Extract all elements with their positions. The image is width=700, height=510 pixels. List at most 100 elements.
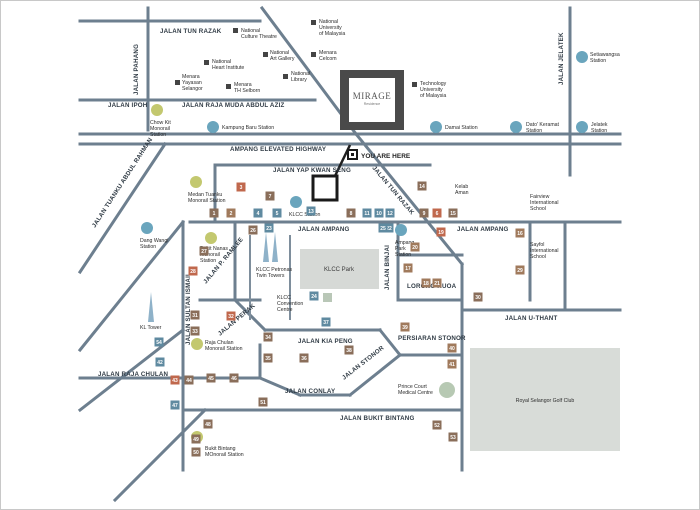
location-marker-22[interactable]: 22 bbox=[384, 223, 394, 233]
marker-box bbox=[236, 182, 246, 192]
location-marker-43[interactable]: 43 bbox=[170, 375, 180, 385]
marker-number: 38 bbox=[346, 348, 352, 354]
location-marker-11[interactable]: 11 bbox=[362, 208, 372, 218]
location-marker-45[interactable]: 45 bbox=[206, 373, 216, 383]
location-marker-47[interactable]: 47 bbox=[170, 400, 180, 410]
culture-theatre-marker bbox=[233, 28, 238, 33]
marker-box bbox=[203, 419, 213, 429]
location-marker-25[interactable]: 25 bbox=[378, 223, 388, 233]
location-marker-20[interactable]: 20 bbox=[410, 242, 420, 252]
yayasan-marker bbox=[175, 80, 180, 85]
location-marker-13[interactable]: 13 bbox=[306, 206, 316, 216]
marker-box bbox=[258, 397, 268, 407]
marker-number: 25 bbox=[380, 226, 386, 232]
marker-box bbox=[447, 343, 457, 353]
location-marker-1[interactable]: 1 bbox=[209, 208, 219, 218]
location-marker-10[interactable]: 10 bbox=[374, 208, 384, 218]
marker-number: 52 bbox=[434, 423, 440, 429]
location-marker-50[interactable]: 50 bbox=[191, 447, 201, 457]
location-marker-34[interactable]: 34 bbox=[263, 332, 273, 342]
marker-number: 2 bbox=[230, 211, 233, 217]
location-marker-17[interactable]: 17 bbox=[403, 263, 413, 273]
location-marker-8[interactable]: 8 bbox=[346, 208, 356, 218]
location-marker-19[interactable]: 19 bbox=[436, 227, 446, 237]
dang-wangi-station-icon bbox=[141, 222, 153, 234]
marker-number: 22 bbox=[386, 226, 392, 232]
location-marker-4[interactable]: 4 bbox=[253, 208, 263, 218]
marker-box bbox=[385, 208, 395, 218]
marker-box bbox=[206, 373, 216, 383]
location-marker-7[interactable]: 7 bbox=[265, 191, 275, 201]
location-marker-31[interactable]: 31 bbox=[190, 310, 200, 320]
marker-box bbox=[191, 434, 201, 444]
location-marker-23[interactable]: 23 bbox=[264, 223, 274, 233]
location-marker-33[interactable]: 33 bbox=[190, 326, 200, 336]
marker-box bbox=[421, 278, 431, 288]
location-marker-6[interactable]: 6 bbox=[432, 208, 442, 218]
location-marker-32[interactable]: 32 bbox=[226, 311, 236, 321]
here-marker-dot bbox=[351, 153, 354, 156]
location-marker-42[interactable]: 42 bbox=[155, 357, 165, 367]
location-marker-40[interactable]: 40 bbox=[447, 343, 457, 353]
location-marker-37[interactable]: 37 bbox=[321, 317, 331, 327]
mirage-building[interactable]: MIRAGE Residence bbox=[340, 70, 404, 130]
location-marker-44[interactable]: 44 bbox=[184, 375, 194, 385]
location-marker-3[interactable]: 3 bbox=[236, 182, 246, 192]
marker-number: 27 bbox=[201, 249, 207, 255]
location-marker-12[interactable]: 12 bbox=[385, 208, 395, 218]
klcc-park-area bbox=[300, 249, 379, 289]
marker-box bbox=[170, 400, 180, 410]
heart-institute-marker bbox=[204, 60, 209, 65]
location-marker-35[interactable]: 35 bbox=[263, 353, 273, 363]
location-marker-41[interactable]: 41 bbox=[447, 359, 457, 369]
location-marker-2[interactable]: 2 bbox=[226, 208, 236, 218]
location-marker-16[interactable]: 16 bbox=[515, 228, 525, 238]
location-marker-27[interactable]: 27 bbox=[199, 246, 209, 256]
location-marker-49[interactable]: 49 bbox=[191, 434, 201, 444]
marker-box bbox=[400, 322, 410, 332]
location-marker-46[interactable]: 46 bbox=[229, 373, 239, 383]
location-marker-52[interactable]: 52 bbox=[432, 420, 442, 430]
marker-number: 28 bbox=[190, 269, 196, 275]
location-marker-21[interactable]: 21 bbox=[432, 278, 442, 288]
location-marker-28[interactable]: 28 bbox=[188, 266, 198, 276]
mirage-name: MIRAGE bbox=[353, 91, 392, 101]
location-marker-29[interactable]: 29 bbox=[515, 265, 525, 275]
marker-number: 24 bbox=[311, 294, 317, 300]
location-marker-26[interactable]: 26 bbox=[248, 225, 258, 235]
location-marker-36[interactable]: 36 bbox=[299, 353, 309, 363]
marker-number: 19 bbox=[438, 230, 444, 236]
building-location[interactable] bbox=[311, 174, 339, 202]
location-marker-18[interactable]: 18 bbox=[421, 278, 431, 288]
label-bukit-bintang: JALAN BUKIT BINTANG bbox=[340, 415, 415, 422]
location-marker-15[interactable]: 15 bbox=[448, 208, 458, 218]
label-tun-razak-top: JALAN TUN RAZAK bbox=[160, 28, 222, 35]
marker-box bbox=[263, 353, 273, 363]
marker-number: 54 bbox=[156, 340, 162, 346]
location-marker-24[interactable]: 24 bbox=[309, 291, 319, 301]
marker-number: 17 bbox=[405, 266, 411, 272]
location-marker-51[interactable]: 51 bbox=[258, 397, 268, 407]
marker-box bbox=[191, 447, 201, 457]
location-marker-54[interactable]: 54 bbox=[154, 337, 164, 347]
marker-number: 35 bbox=[265, 356, 271, 362]
location-marker-14[interactable]: 14 bbox=[417, 181, 427, 191]
location-marker-9[interactable]: 9 bbox=[419, 208, 429, 218]
marker-number: 7 bbox=[269, 194, 272, 200]
location-marker-38[interactable]: 38 bbox=[344, 345, 354, 355]
location-marker-5[interactable]: 5 bbox=[272, 208, 282, 218]
label-kampung-baru: Kampung Baru Station bbox=[222, 125, 274, 131]
location-marker-53[interactable]: 53 bbox=[448, 432, 458, 442]
location-marker-39[interactable]: 39 bbox=[400, 322, 410, 332]
location-marker-48[interactable]: 48 bbox=[203, 419, 213, 429]
marker-box bbox=[447, 359, 457, 369]
marker-box bbox=[154, 337, 164, 347]
label-conlay: JALAN CONLAY bbox=[285, 388, 336, 395]
location-marker-30[interactable]: 30 bbox=[473, 292, 483, 302]
marker-box bbox=[432, 278, 442, 288]
label-ampang-left: JALAN AMPANG bbox=[298, 226, 350, 233]
marker-number: 37 bbox=[323, 320, 329, 326]
